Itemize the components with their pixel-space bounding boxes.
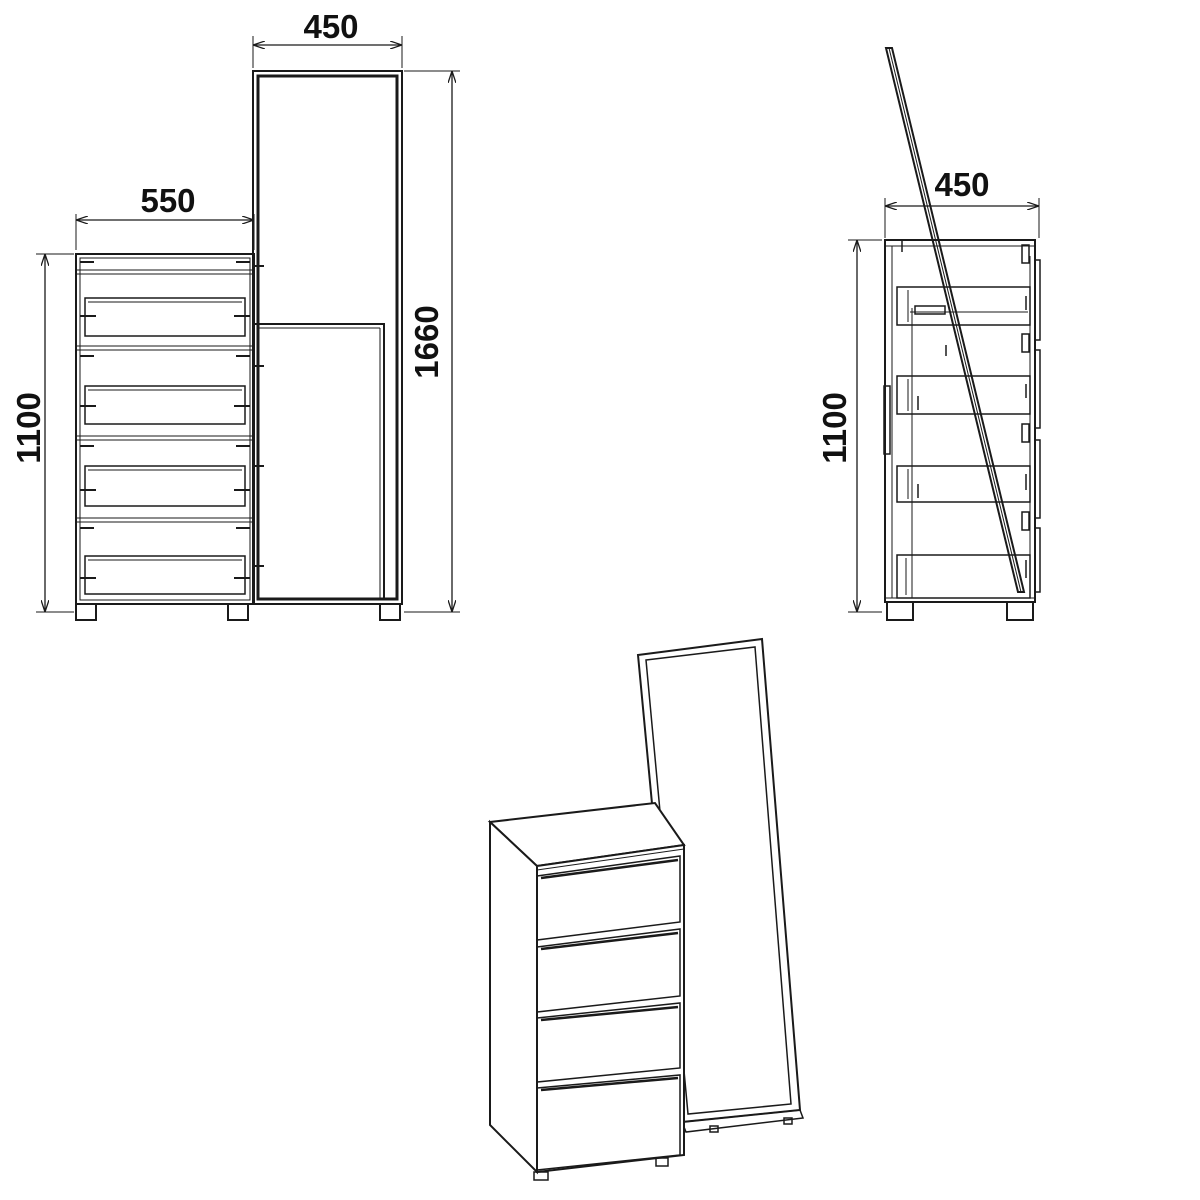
perspective-drawer-3 xyxy=(536,1002,681,1083)
side-mirror xyxy=(884,47,1026,593)
perspective-drawer-1 xyxy=(536,855,681,941)
dim-label-side-depth: 450 xyxy=(934,166,989,203)
dim-side-height: 1100 xyxy=(816,239,882,613)
dim-front-chest-height: 1100 xyxy=(10,253,74,613)
side-drawer-2 xyxy=(896,375,1031,415)
side-drawer-3 xyxy=(896,465,1031,503)
front-drawer-1 xyxy=(76,297,254,351)
perspective-chest xyxy=(487,801,686,1181)
side-chest xyxy=(883,239,1041,621)
front-hardware xyxy=(80,261,264,579)
front-feet xyxy=(75,603,401,621)
dim-side-depth: 450 xyxy=(884,166,1040,238)
dim-label-mirror-width: 450 xyxy=(303,8,358,45)
side-drawer-1 xyxy=(896,286,1031,326)
dim-label-chest-width: 550 xyxy=(140,182,195,219)
perspective-drawer-2 xyxy=(536,928,681,1013)
dim-label-side-height: 1100 xyxy=(816,392,853,464)
dim-front-chest-width: 550 xyxy=(75,182,255,250)
front-drawer-4 xyxy=(84,555,246,595)
dim-front-mirror-height: 1660 xyxy=(404,70,460,613)
front-chest xyxy=(75,253,401,621)
front-mirror-stand xyxy=(254,323,385,599)
dim-label-mirror-height: 1660 xyxy=(408,305,445,378)
front-view: 550 450 1100 1660 xyxy=(10,8,460,621)
perspective-feet xyxy=(533,1157,669,1181)
front-drawer-2 xyxy=(76,385,254,441)
side-view: 450 1100 xyxy=(816,47,1041,621)
side-hardware xyxy=(883,240,1030,578)
dim-front-mirror-width: 450 xyxy=(252,8,403,68)
dim-label-chest-height: 1100 xyxy=(10,392,47,464)
front-drawer-3 xyxy=(76,465,254,523)
side-drawer-4 xyxy=(896,554,1031,599)
side-drawer-fronts xyxy=(1034,259,1041,593)
perspective-view xyxy=(487,637,805,1181)
perspective-drawer-4 xyxy=(536,1074,681,1171)
side-feet xyxy=(886,601,1034,621)
